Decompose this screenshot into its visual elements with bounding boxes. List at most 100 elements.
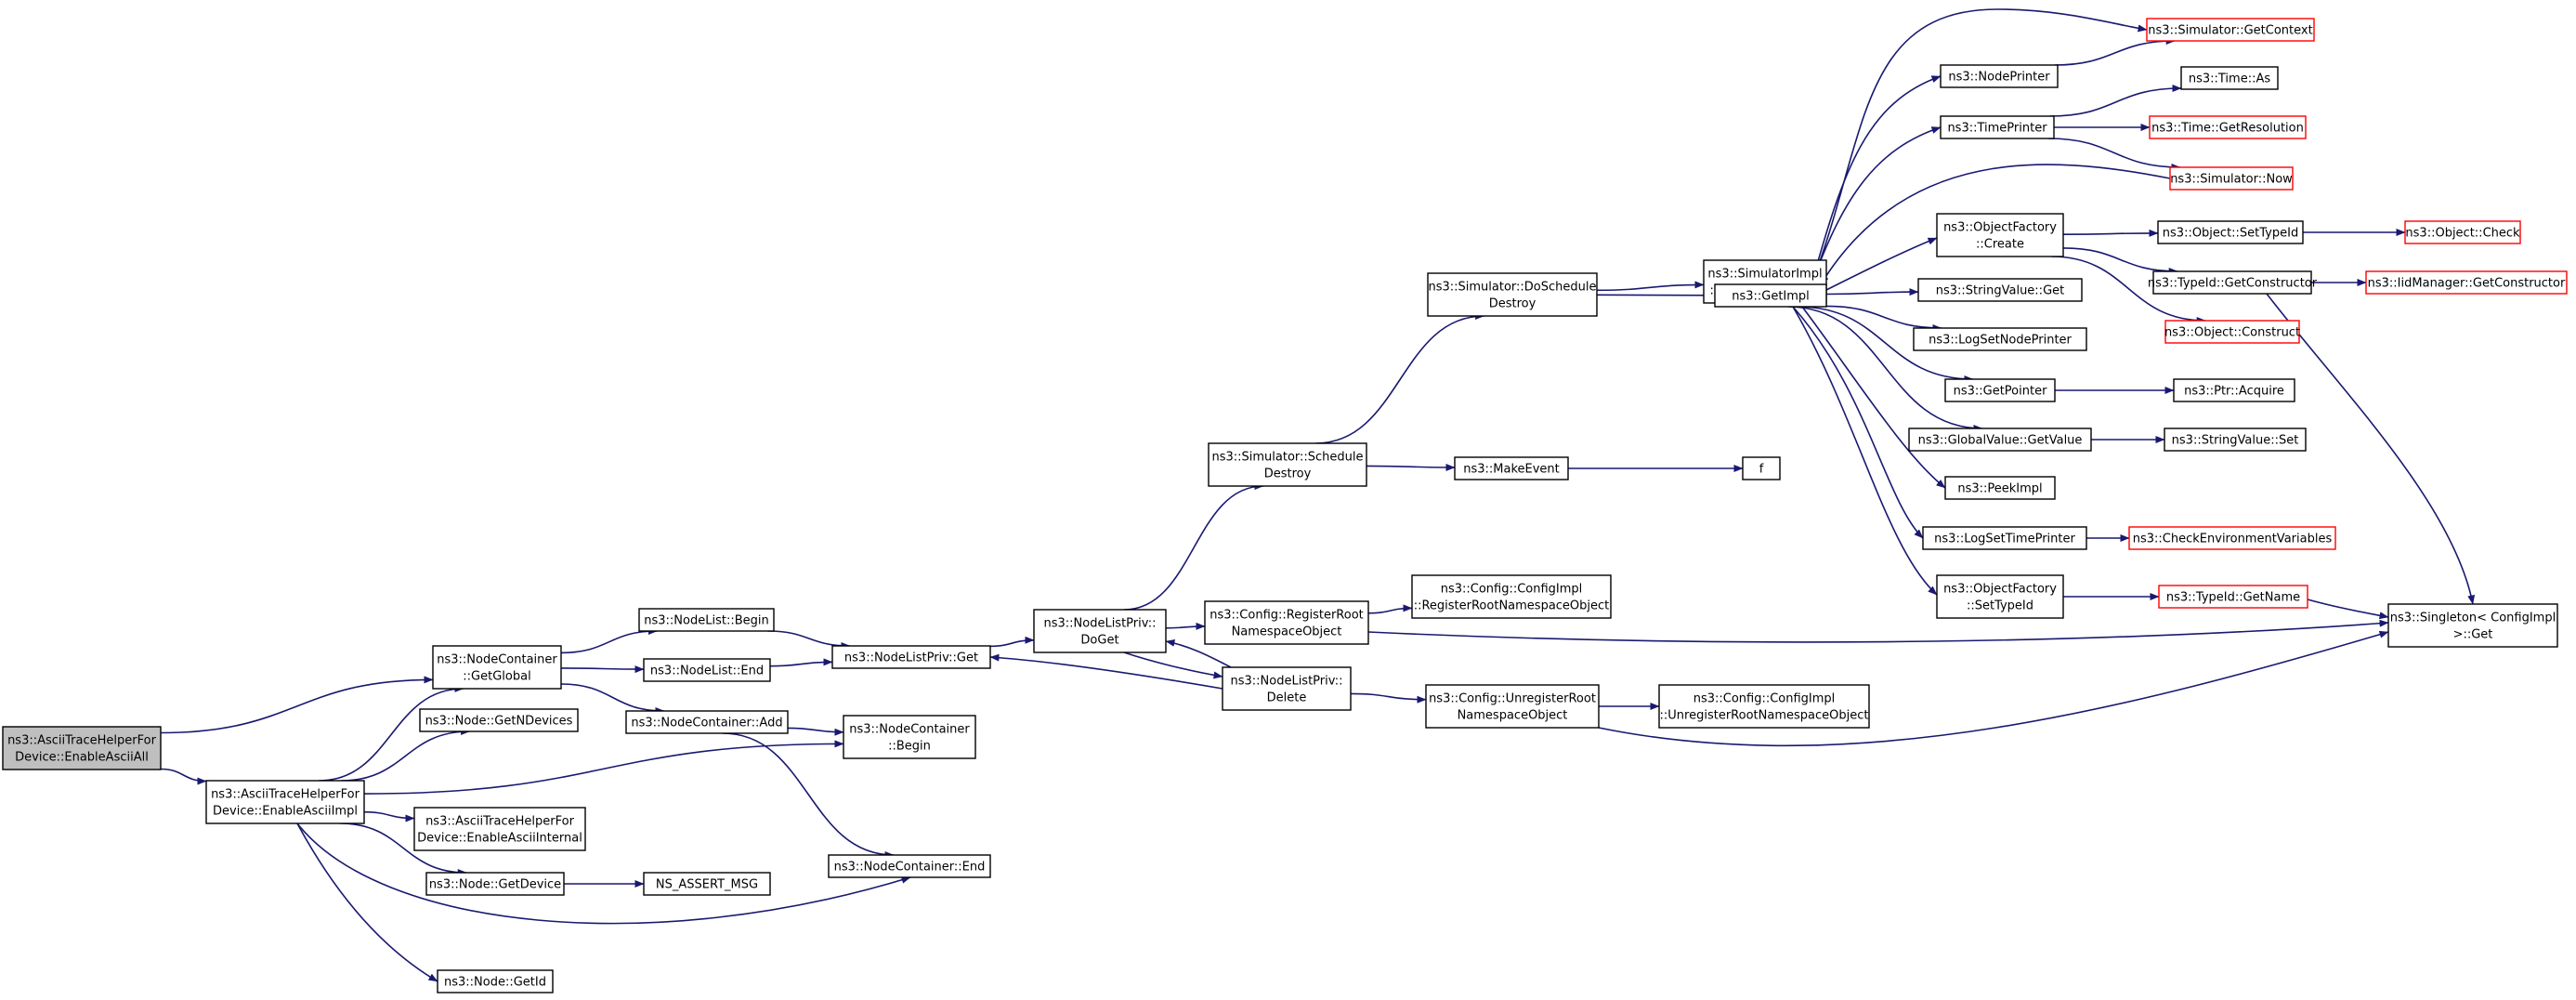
node-box[interactable] (1940, 115, 2055, 139)
node-objCheck[interactable]: ns3::Object::Check (2404, 220, 2521, 244)
node-box[interactable] (1222, 666, 1352, 711)
node-box[interactable] (2365, 270, 2568, 295)
node-objConstruct[interactable]: ns3::Object::Construct (2164, 320, 2300, 344)
node-box[interactable] (205, 780, 365, 824)
node-box[interactable] (419, 708, 579, 732)
node-ptrAcquire[interactable]: ns3::Ptr::Acquire (2173, 378, 2295, 402)
node-box[interactable] (1944, 378, 2056, 402)
node-cfgImplUnregister[interactable]: ns3::Config::ConfigImpl::UnregisterRootN… (1658, 684, 1870, 729)
nodes-layer: ns3::AsciiTraceHelperForDevice::EnableAs… (2, 18, 2568, 993)
node-box[interactable] (1908, 428, 2092, 452)
node-box[interactable] (425, 872, 565, 896)
node-logSetTimePrinter[interactable]: ns3::LogSetTimePrinter (1922, 526, 2087, 550)
node-box[interactable] (2128, 526, 2336, 550)
node-timeGetResolution[interactable]: ns3::Time::GetResolution (2149, 115, 2307, 139)
node-box[interactable] (1204, 600, 1369, 645)
node-box[interactable] (1917, 278, 2083, 302)
node-ncBegin[interactable]: ns3::NodeContainer::Begin (843, 715, 976, 759)
node-nodeGetDevice[interactable]: ns3::Node::GetDevice (425, 872, 565, 896)
node-box[interactable] (1936, 574, 2064, 619)
node-box[interactable] (2387, 603, 2558, 648)
node-gvGetValue[interactable]: ns3::GlobalValue::GetValue (1908, 428, 2092, 452)
node-box[interactable] (2169, 166, 2294, 191)
node-nodeGetNDevices[interactable]: ns3::Node::GetNDevices (419, 708, 579, 732)
node-stringValueGet[interactable]: ns3::StringValue::Get (1917, 278, 2083, 302)
node-simGetContext[interactable]: ns3::Simulator::GetContext (2146, 18, 2315, 42)
node-ncEnd[interactable]: ns3::NodeContainer::End (828, 854, 991, 878)
node-nlpDoGet[interactable]: ns3::NodeListPriv::DoGet (1033, 609, 1167, 653)
node-checkEnvVars[interactable]: ns3::CheckEnvironmentVariables (2128, 526, 2336, 550)
node-box[interactable] (1714, 283, 1827, 308)
node-nodeGetId[interactable]: ns3::Node::GetId (437, 969, 554, 993)
node-box[interactable] (1208, 442, 1367, 487)
node-iidMgrGetConstructor[interactable]: ns3::IidManager::GetConstructor (2365, 270, 2568, 295)
node-box[interactable] (2, 726, 162, 770)
node-cfgImplRegister[interactable]: ns3::Config::ConfigImpl::RegisterRootNam… (1411, 574, 1612, 619)
node-box[interactable] (625, 710, 789, 734)
node-box[interactable] (2146, 18, 2315, 42)
node-box[interactable] (2173, 378, 2295, 402)
node-box[interactable] (1922, 526, 2087, 550)
node-enableAsciiInternal[interactable]: ns3::AsciiTraceHelperForDevice::EnableAs… (413, 807, 586, 851)
node-getImpl[interactable]: ns3::GetImpl (1714, 283, 1827, 308)
node-box[interactable] (2164, 320, 2300, 344)
node-nlpGet[interactable]: ns3::NodeListPriv::Get (831, 645, 991, 669)
node-peekImpl[interactable]: ns3::PeekImpl (1944, 476, 2056, 500)
node-box[interactable] (1913, 327, 2087, 351)
node-box[interactable] (413, 807, 586, 851)
node-box[interactable] (1033, 609, 1167, 653)
node-logSetNodePrinter[interactable]: ns3::LogSetNodePrinter (1913, 327, 2087, 351)
node-box[interactable] (2180, 66, 2279, 90)
node-ncGetGlobal[interactable]: ns3::NodeContainer::GetGlobal (432, 645, 562, 690)
node-stringValueSet[interactable]: ns3::StringValue::Set (2164, 428, 2307, 452)
node-label: ns3::MakeEvent (1463, 463, 1560, 477)
node-box[interactable] (1411, 574, 1612, 619)
node-enableAsciiImpl[interactable]: ns3::AsciiTraceHelperForDevice::EnableAs… (205, 780, 365, 824)
node-box[interactable] (1425, 684, 1600, 729)
node-cfgUnregisterRoot[interactable]: ns3::Config::UnregisterRootNamespaceObje… (1425, 684, 1600, 729)
node-box[interactable] (831, 645, 991, 669)
node-box[interactable] (1936, 213, 2064, 257)
node-tidGetName[interactable]: ns3::TypeId::GetName (2158, 585, 2308, 609)
node-box[interactable] (1427, 272, 1598, 317)
node-ofSetTypeId[interactable]: ns3::ObjectFactory::SetTypeId (1936, 574, 2064, 619)
node-singletonGet[interactable]: ns3::Singleton< ConfigImpl >::Get (2387, 603, 2558, 648)
node-box[interactable] (2164, 428, 2307, 452)
node-box[interactable] (1658, 684, 1870, 729)
node-box[interactable] (638, 608, 775, 632)
node-box[interactable] (1454, 456, 1569, 480)
node-ncAdd[interactable]: ns3::NodeContainer::Add (625, 710, 789, 734)
node-nlpDelete[interactable]: ns3::NodeListPriv::Delete (1222, 666, 1352, 711)
node-tidGetConstructor[interactable]: ns3::TypeId::GetConstructor (2148, 270, 2318, 295)
node-timeAs[interactable]: ns3::Time::As (2180, 66, 2279, 90)
node-box[interactable] (828, 854, 991, 878)
node-objSetTypeId[interactable]: ns3::Object::SetTypeId (2157, 220, 2304, 244)
node-box[interactable] (437, 969, 554, 993)
node-nsAssertMsg[interactable]: NS_ASSERT_MSG (643, 872, 771, 896)
node-simNow[interactable]: ns3::Simulator::Now (2169, 166, 2294, 191)
node-ofCreate[interactable]: ns3::ObjectFactory::Create (1936, 213, 2064, 257)
node-box[interactable] (1940, 64, 2059, 88)
node-box[interactable] (2157, 220, 2304, 244)
node-box[interactable] (2158, 585, 2308, 609)
node-box[interactable] (643, 658, 771, 682)
node-enableAsciiAll[interactable]: ns3::AsciiTraceHelperForDevice::EnableAs… (2, 726, 162, 770)
node-box[interactable] (432, 645, 562, 690)
node-box[interactable] (843, 715, 976, 759)
node-box[interactable] (2149, 115, 2307, 139)
node-cfgRegisterRoot[interactable]: ns3::Config::RegisterRootNamespaceObject (1204, 600, 1369, 645)
node-box[interactable] (643, 872, 771, 896)
node-getPointer[interactable]: ns3::GetPointer (1944, 378, 2056, 402)
node-box[interactable] (1944, 476, 2056, 500)
node-box[interactable] (2404, 220, 2521, 244)
node-box[interactable] (2152, 270, 2312, 295)
node-makeEvent[interactable]: ns3::MakeEvent (1454, 456, 1569, 480)
node-nodePrinter[interactable]: ns3::NodePrinter (1940, 64, 2059, 88)
node-timePrinter[interactable]: ns3::TimePrinter (1940, 115, 2055, 139)
node-fFunc[interactable]: f (1742, 456, 1781, 480)
node-nodeListEnd[interactable]: ns3::NodeList::End (643, 658, 771, 682)
node-box[interactable] (1742, 456, 1781, 480)
node-nodeListBegin[interactable]: ns3::NodeList::Begin (638, 608, 775, 632)
